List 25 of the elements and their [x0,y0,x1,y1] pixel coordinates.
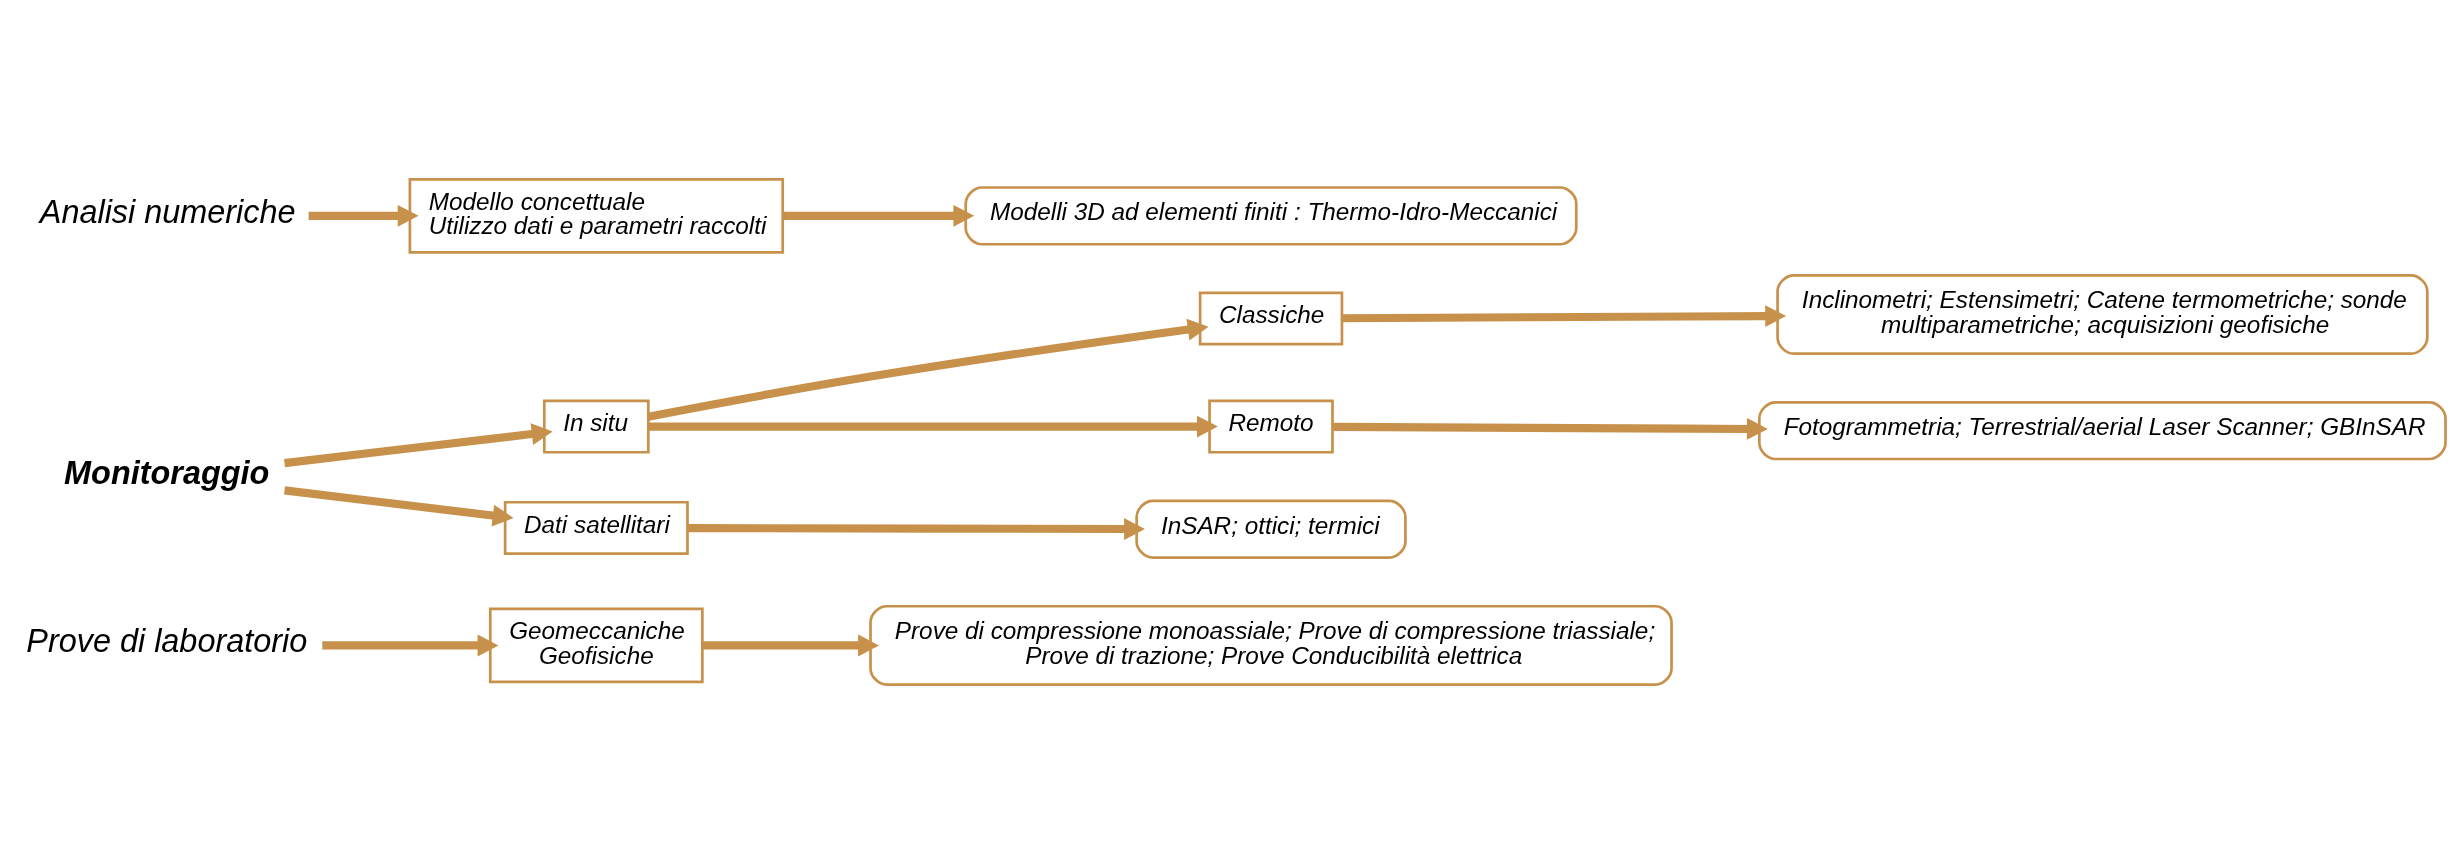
arrow [308,204,419,227]
node-box: Remoto [1208,399,1334,454]
arrow [783,204,975,227]
node-text: Prove di laboratorio [26,623,308,660]
node-box: InSAR; ottici; termici [1135,499,1407,559]
arrow [1332,417,1768,440]
node-text: Analisi numeriche [39,193,296,230]
arrow [284,423,553,468]
arrow [647,318,1209,421]
node-box: Prove di compressione monoassiale; Prove di compressione triassiale; Prove di trazione; Prove Conducibilità elettrica [869,604,1673,686]
node-box: Fotogrammetria; Terrestrial/aerial Laser Scanner; GBInSAR [1758,400,2447,461]
node-box: Modello concettuale Utilizzo dati e parametri raccolti [408,178,785,254]
arrow [702,634,879,657]
arrow [284,486,514,527]
node-box: Inclinometri; Estensimetri; Catene termometriche; sonde multiparametriche; acquisizioni geofisiche [1776,273,2429,355]
arrow [1341,305,1787,328]
node-box: Geomeccaniche Geofisiche [488,607,704,684]
arrow [648,415,1218,438]
node-box: In situ [542,399,650,454]
arrow [322,634,499,657]
node-box: Classiche [1198,291,1344,346]
arrow [687,518,1145,540]
node-text: Monitoraggio [64,454,270,491]
node-box: Modelli 3D ad elementi finiti : Thermo-Idro-Meccanici [964,186,1578,246]
node-box: Dati satellitari [503,500,689,555]
